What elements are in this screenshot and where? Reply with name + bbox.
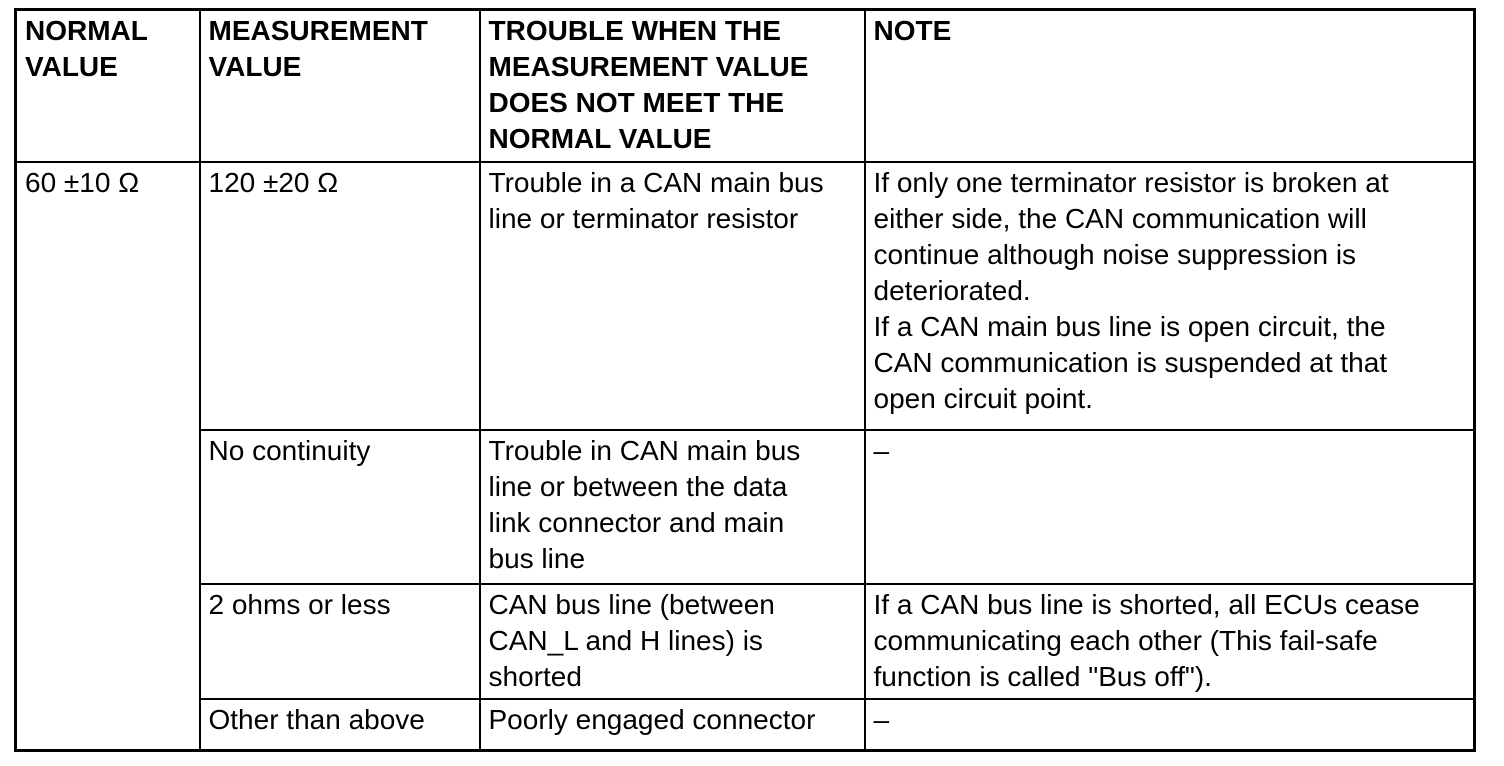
table-row: 2 ohms or less CAN bus line (between CAN… <box>16 582 1476 700</box>
header-row: NORMAL VALUE MEASUREMENT VALUE TROUBLE W… <box>14 8 1476 163</box>
table-row: 60 ±10 Ω 120 ±20 Ω Trouble in a CAN main… <box>14 160 1476 752</box>
trouble-cell: Poorly engaged connector <box>478 697 866 752</box>
note-cell: – <box>863 428 1476 585</box>
normal-value-cell: 60 ±10 Ω <box>14 160 201 752</box>
header-measurement-value: MEASUREMENT VALUE <box>198 8 481 163</box>
trouble-cell: CAN bus line (between CAN_L and H lines)… <box>478 582 866 700</box>
measurement-value-cell: 2 ohms or less <box>198 582 481 700</box>
note-cell: If a CAN bus line is shorted, all ECUs c… <box>863 582 1476 700</box>
measurement-value-cell: No continuity <box>198 428 481 585</box>
header-trouble: TROUBLE WHEN THE MEASUREMENT VALUE DOES … <box>478 8 866 163</box>
header-note: NOTE <box>863 8 1476 163</box>
trouble-cell: Trouble in a CAN main bus line or termin… <box>478 160 866 431</box>
measurement-value-cell: Other than above <box>198 697 481 752</box>
table-row: Other than above Poorly engaged connecto… <box>16 697 1476 752</box>
note-cell: – <box>863 697 1476 752</box>
measurement-value-cell: 120 ±20 Ω <box>198 160 481 431</box>
table-row: No continuity Trouble in CAN main bus li… <box>16 428 1476 585</box>
trouble-cell: Trouble in CAN main bus line or between … <box>478 428 866 585</box>
can-troubleshooting-table: NORMAL VALUE MEASUREMENT VALUE TROUBLE W… <box>14 8 1476 752</box>
note-cell: If only one terminator resistor is broke… <box>863 160 1476 431</box>
header-normal-value: NORMAL VALUE <box>14 8 201 163</box>
